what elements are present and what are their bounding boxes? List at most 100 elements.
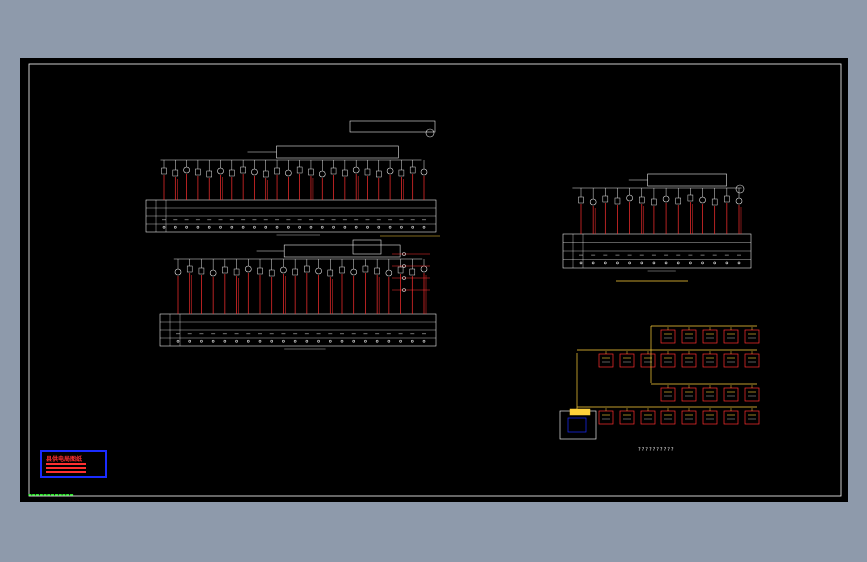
device-symbol bbox=[244, 265, 252, 273]
terminal-point bbox=[253, 225, 256, 229]
terminal-point bbox=[689, 261, 692, 265]
device-symbol bbox=[386, 167, 394, 175]
legend-symbol bbox=[402, 264, 406, 268]
device-symbol bbox=[292, 268, 298, 276]
device-symbol bbox=[174, 268, 182, 276]
device-symbol bbox=[626, 194, 633, 202]
device-symbol bbox=[198, 267, 205, 275]
cabinet-outline bbox=[660, 410, 676, 425]
cabinet bbox=[744, 327, 760, 344]
cabinet bbox=[702, 385, 718, 402]
terminal-point bbox=[328, 339, 332, 343]
terminal-point bbox=[320, 225, 324, 229]
cabinet-outline bbox=[744, 353, 760, 368]
frame-outer-border bbox=[28, 63, 842, 497]
device-symbol bbox=[318, 170, 326, 178]
terminal-point bbox=[305, 339, 309, 343]
drawing-frame bbox=[28, 63, 842, 497]
schematic-top-left bbox=[145, 120, 440, 237]
cabinet-outline bbox=[681, 353, 697, 368]
device-symbol bbox=[724, 195, 730, 203]
cabinet-outline bbox=[619, 353, 635, 368]
terminal-point bbox=[387, 339, 391, 343]
terminal-point bbox=[628, 261, 631, 265]
cabinet-outline bbox=[660, 387, 676, 402]
terminal-point bbox=[676, 261, 680, 265]
device-symbol bbox=[409, 268, 416, 276]
cabinet-outline bbox=[598, 353, 614, 368]
terminal-point bbox=[317, 339, 320, 343]
terminal-point bbox=[270, 339, 274, 343]
device-symbol bbox=[296, 166, 303, 174]
terminal-point bbox=[701, 261, 704, 265]
device-symbol bbox=[350, 268, 358, 276]
terminal-point bbox=[275, 225, 279, 229]
device-symbol bbox=[161, 167, 167, 175]
device-symbol bbox=[172, 169, 179, 177]
device-symbol bbox=[339, 266, 345, 274]
title-block-lines bbox=[46, 463, 86, 475]
cabinet-outline bbox=[681, 387, 697, 402]
device-symbol bbox=[362, 265, 369, 273]
terminal-point bbox=[188, 339, 192, 343]
terminal-point bbox=[737, 261, 741, 265]
device-symbol bbox=[217, 167, 224, 175]
cad-viewport[interactable]: 县供电局图纸 ▬▬▬▬▬▬▬▬▬▬▬▬ ?????????? bbox=[20, 58, 848, 502]
cabinet-outline bbox=[681, 410, 697, 425]
device-symbol bbox=[233, 268, 240, 276]
schematic-bottom-left bbox=[159, 239, 437, 350]
device-symbol bbox=[589, 198, 597, 206]
device-symbol bbox=[285, 169, 292, 177]
legend-symbol bbox=[402, 288, 406, 292]
terminal-point bbox=[422, 339, 426, 343]
cabinet bbox=[744, 385, 760, 402]
cabinet bbox=[660, 385, 676, 402]
terminal-point bbox=[211, 339, 215, 343]
terminal-point bbox=[162, 225, 166, 229]
cabinet bbox=[744, 351, 760, 368]
device-symbol bbox=[420, 265, 428, 273]
device-header-box bbox=[352, 239, 382, 255]
device-symbol bbox=[262, 170, 269, 178]
device-symbol bbox=[315, 267, 322, 275]
terminal-point bbox=[196, 225, 200, 229]
terminal-point bbox=[352, 339, 356, 343]
device-symbol bbox=[186, 265, 193, 273]
terminal-point bbox=[366, 225, 369, 229]
terminal-point bbox=[223, 339, 227, 343]
device-symbol bbox=[374, 267, 380, 275]
terminal-point bbox=[725, 261, 729, 265]
terminal-point bbox=[174, 225, 177, 229]
terminal-point bbox=[377, 225, 381, 229]
device-symbol bbox=[602, 195, 609, 203]
device-symbol bbox=[639, 196, 645, 204]
device-symbol bbox=[240, 166, 246, 174]
device-symbol bbox=[330, 167, 337, 175]
cabinet-outline bbox=[702, 353, 718, 368]
device-symbol bbox=[364, 168, 371, 176]
drawing-sheet bbox=[28, 63, 842, 497]
device-symbol bbox=[274, 167, 280, 175]
terminal-point bbox=[264, 225, 268, 229]
terminal-point bbox=[219, 225, 222, 229]
device-symbol bbox=[687, 194, 694, 202]
device-symbol bbox=[397, 266, 404, 274]
terminal-point bbox=[230, 225, 234, 229]
terminal-point bbox=[258, 339, 262, 343]
terminal-point bbox=[241, 225, 245, 229]
cabinet-outline bbox=[660, 329, 676, 344]
device-symbol bbox=[662, 195, 670, 203]
cabinet-outline bbox=[702, 410, 718, 425]
cabinet-outline bbox=[744, 329, 760, 344]
cabinet bbox=[660, 351, 676, 368]
cabinet bbox=[723, 351, 739, 368]
terminal-point bbox=[652, 261, 656, 265]
device-symbol bbox=[699, 196, 706, 204]
device-symbol bbox=[268, 269, 275, 277]
cabinet-outline bbox=[744, 410, 760, 425]
legend-symbol bbox=[402, 276, 406, 280]
terminal-point bbox=[604, 261, 607, 265]
terminal-point bbox=[293, 339, 297, 343]
cabinet bbox=[723, 408, 739, 425]
terminal-point bbox=[176, 339, 180, 343]
